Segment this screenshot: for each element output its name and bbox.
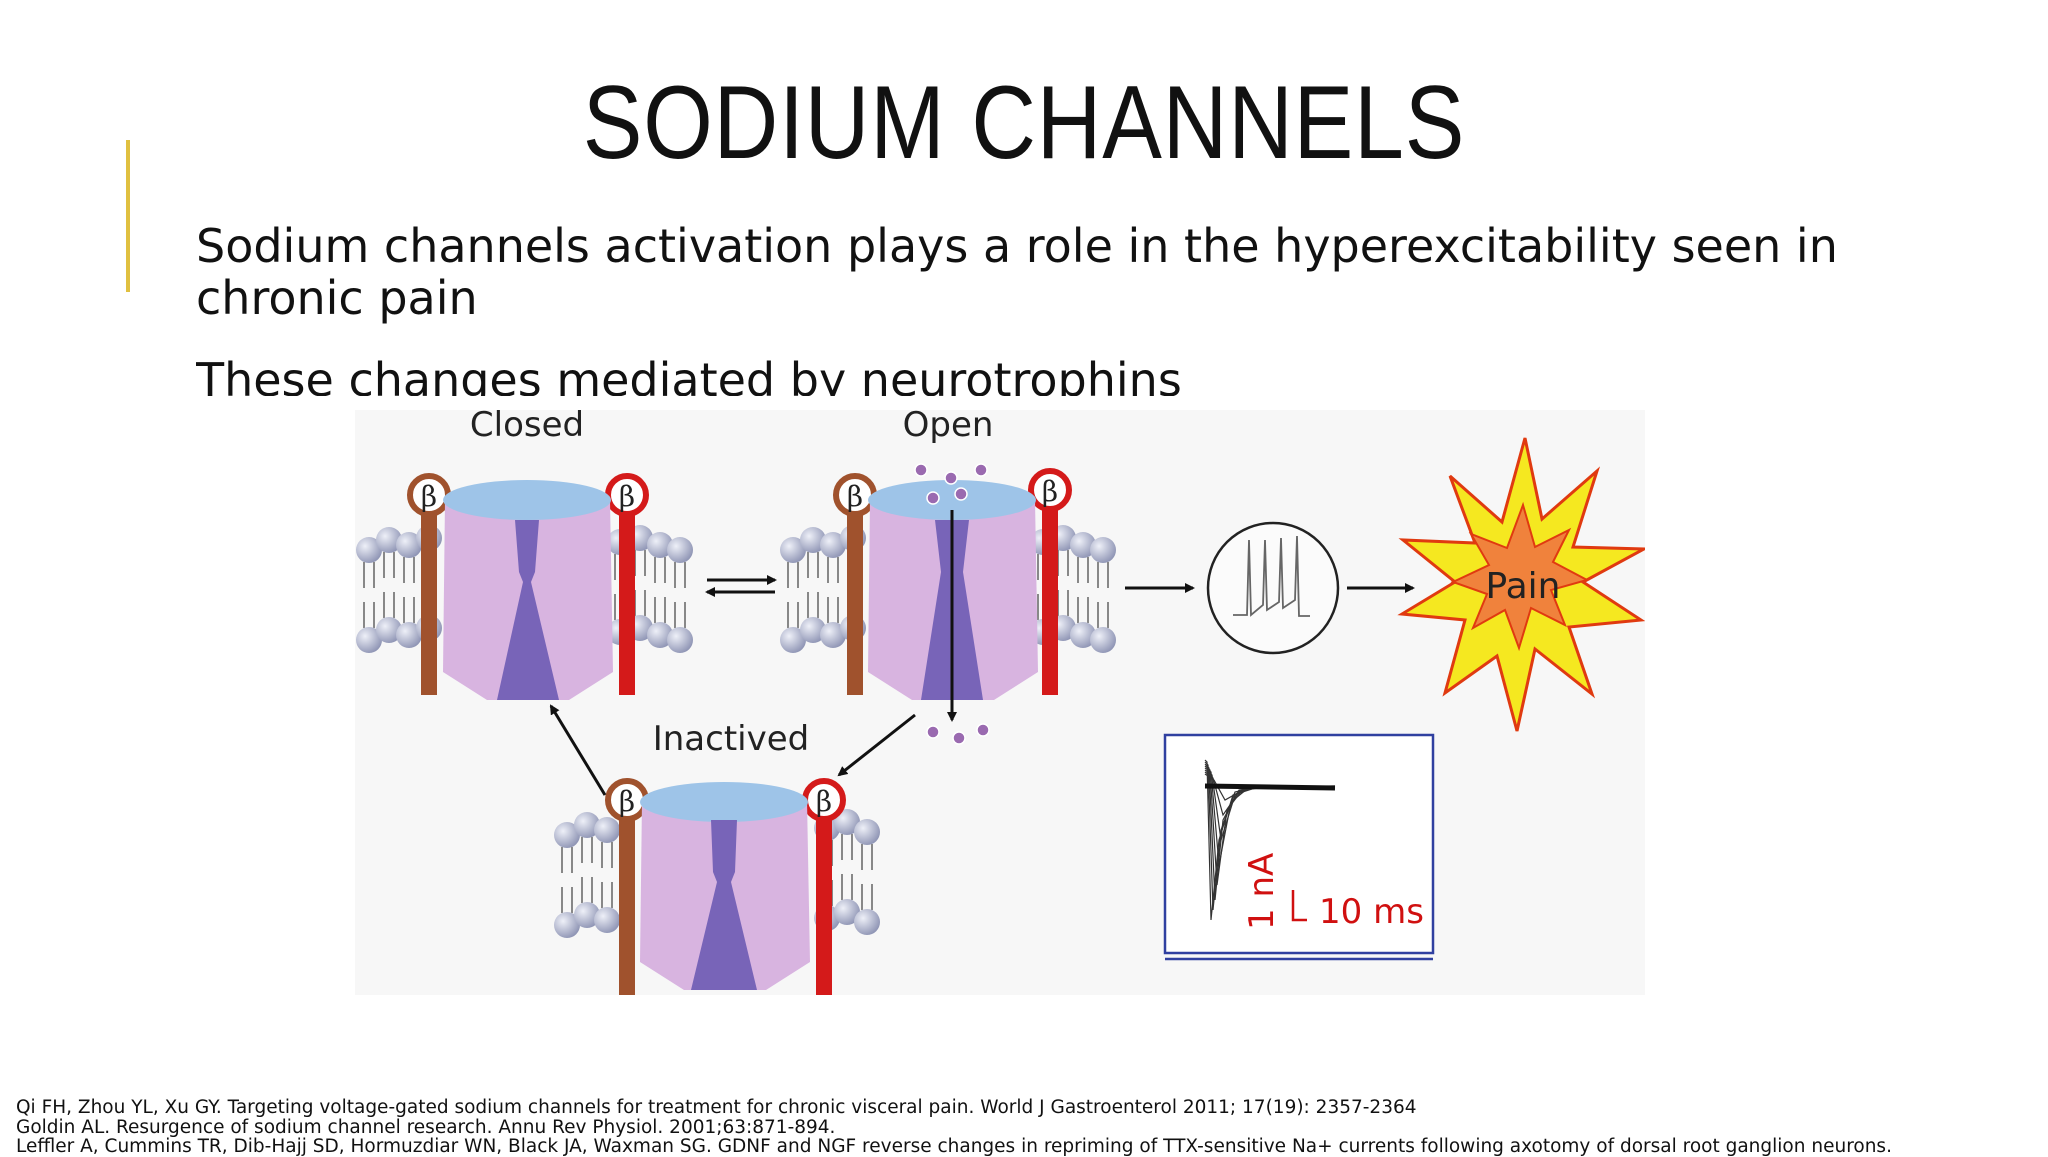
beta-subunit-brown	[619, 800, 635, 995]
scale-current-label: 1 nA	[1242, 853, 1282, 930]
beta-subunit-red	[1042, 490, 1058, 695]
pore-closed	[497, 520, 559, 700]
beta-subunit-brown	[847, 495, 863, 695]
reference-item: Goldin AL. Resurgence of sodium channel …	[16, 1116, 836, 1138]
beta-subunit-red	[816, 800, 832, 995]
reference-item: Leffler A, Cummins TR, Dib-Hajj SD, Horm…	[16, 1136, 1892, 1157]
sodium-channel-diagram: β β Closed β β	[355, 410, 1645, 995]
accent-bar	[126, 140, 130, 292]
beta-label: β	[847, 480, 863, 513]
label-pain: Pain	[1486, 566, 1561, 607]
beta-subunit-red	[619, 495, 635, 695]
beta-label: β	[1042, 475, 1058, 508]
channel-closed: β β Closed	[355, 410, 694, 700]
membrane-left	[553, 811, 621, 939]
sodium-ions	[926, 723, 990, 745]
channel-open: β β Open	[779, 410, 1117, 745]
sodium-current-inset: 1 nA 10 ms	[1163, 733, 1435, 961]
label-inactived: Inactived	[653, 719, 810, 759]
slide-title: SODIUM CHANNELS	[582, 65, 1466, 181]
beta-label: β	[816, 785, 832, 818]
label-open: Open	[903, 410, 994, 445]
pain-starburst: Pain	[1397, 437, 1645, 732]
beta-label: β	[619, 480, 635, 513]
bullet-item: These changes mediated by neurotrophins	[196, 353, 1182, 396]
bullet-list: Sodium channels activation plays a role …	[196, 220, 1856, 396]
pore-inactivated	[691, 820, 757, 990]
channel-top	[640, 782, 808, 822]
scale-time-label: 10 ms	[1319, 892, 1424, 932]
arrow-inactivated-closed	[549, 704, 607, 796]
bullet-item: Sodium channels activation plays a role …	[196, 220, 1838, 325]
references: Qi FH, Zhou YL, Xu GY. Targeting voltage…	[16, 1098, 2036, 1157]
channel-top	[868, 480, 1036, 520]
beta-label: β	[619, 785, 635, 818]
beta-label: β	[421, 480, 437, 513]
diagram-canvas: β β Closed β β	[355, 410, 1645, 995]
channel-inactivated: β β Inactived	[553, 719, 881, 995]
beta-subunit-brown	[421, 495, 437, 695]
label-closed: Closed	[470, 410, 584, 445]
scale-bar	[1291, 890, 1307, 922]
sodium-ions	[914, 463, 988, 505]
channel-top	[443, 480, 611, 520]
beta-badge	[1028, 468, 1072, 512]
reference-item: Qi FH, Zhou YL, Xu GY. Targeting voltage…	[16, 1097, 1417, 1118]
arrow-open-inactivated	[837, 713, 916, 777]
action-potential-icon	[1206, 521, 1340, 655]
